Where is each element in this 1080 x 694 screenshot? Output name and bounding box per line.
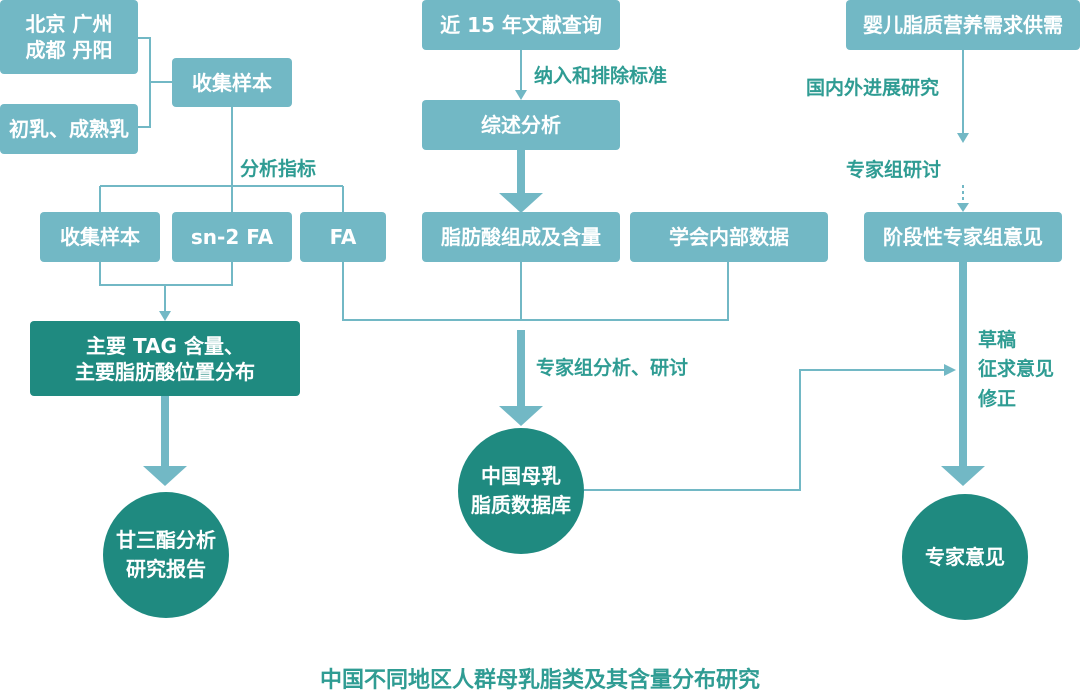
progress-research-label: 国内外进展研究 xyxy=(806,77,940,99)
city-line-2: 成都 丹阳 xyxy=(25,38,113,62)
literature-query-box: 近 15 年文献查询 xyxy=(422,0,620,50)
arrowhead-draft xyxy=(944,364,956,376)
tag-line-2: 主要脂肪酸位置分布 xyxy=(75,359,255,384)
solicit-opinion-label: 征求意见 xyxy=(978,358,1055,381)
expert-opinion-circle: 专家意见 xyxy=(902,494,1028,620)
expert-research-label: 专家组研讨 xyxy=(846,159,942,181)
arrowhead-criteria xyxy=(515,90,527,100)
revision-label: 修正 xyxy=(978,387,1017,410)
stage-opinion-box: 阶段性专家组意见 xyxy=(864,212,1062,262)
draft-label: 草稿 xyxy=(978,329,1017,351)
sn2-fa-box: sn-2 FA xyxy=(172,212,292,262)
connector-fa-bus xyxy=(342,262,729,321)
fa-box: FA xyxy=(300,212,386,262)
city-line-1: 北京 广州 xyxy=(25,12,113,36)
inclusion-criteria-label: 纳入和排除标准 xyxy=(534,65,668,87)
connector-city xyxy=(138,37,151,128)
milk-lipid-database-circle: 中国母乳 脂质数据库 xyxy=(458,428,584,554)
database-line-2: 脂质数据库 xyxy=(471,493,571,517)
expert-opinion-text: 专家意见 xyxy=(925,544,1005,569)
society-data-box: 学会内部数据 xyxy=(630,212,828,262)
arrowhead-expert-research xyxy=(957,133,969,143)
review-analysis-box: 综述分析 xyxy=(422,100,620,150)
draft-labels: 草稿 征求意见 修正 xyxy=(978,326,1054,414)
report-line-1: 甘三酯分析 xyxy=(116,528,216,552)
database-line-1: 中国母乳 xyxy=(481,464,561,488)
expert-analysis-label: 专家组分析、研讨 xyxy=(536,357,689,379)
milk-type-box: 初乳、成熟乳 xyxy=(0,104,138,154)
infant-needs-box: 婴儿脂质营养需求供需 xyxy=(846,0,1080,50)
collect-sample-top-box: 收集样本 xyxy=(172,58,292,107)
tag-content-box: 主要 TAG 含量、 主要脂肪酸位置分布 xyxy=(30,321,300,396)
analysis-indicator-label: 分析指标 xyxy=(240,158,317,180)
fatty-acid-box: 脂肪酸组成及含量 xyxy=(422,212,620,262)
tag-report-circle: 甘三酯分析 研究报告 xyxy=(103,492,229,618)
collect-sample-box: 收集样本 xyxy=(40,212,160,262)
city-box: 北京 广州 成都 丹阳 xyxy=(0,0,138,74)
report-line-2: 研究报告 xyxy=(126,557,206,581)
diagram-title: 中国不同地区人群母乳脂类及其含量分布研究 xyxy=(319,668,760,693)
connector-db-right xyxy=(584,369,946,491)
tag-line-1: 主要 TAG 含量、 xyxy=(86,333,244,358)
connector-merge xyxy=(99,262,233,286)
